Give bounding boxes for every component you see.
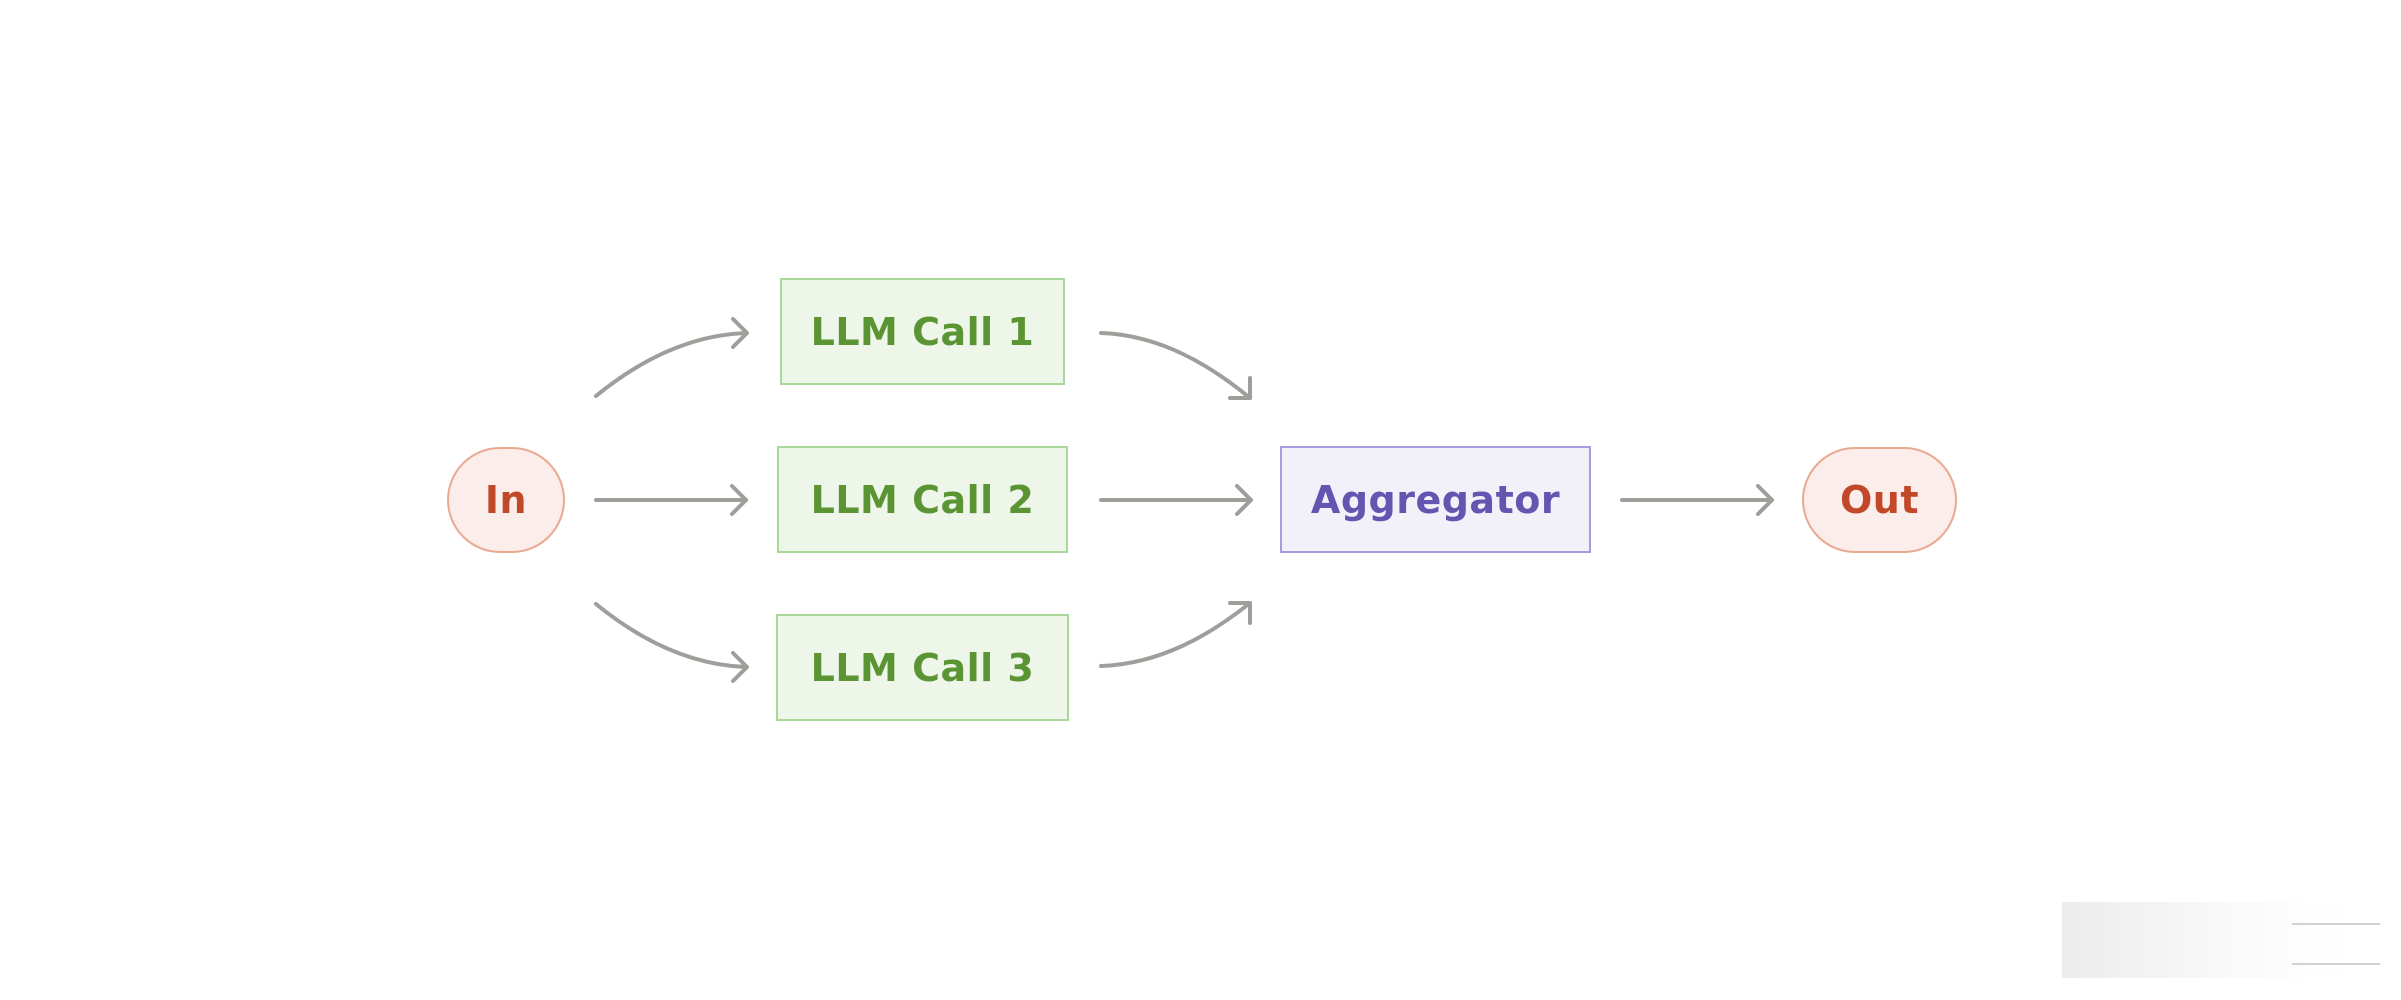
arrow-in-to-llm-call-1: [594, 317, 749, 398]
output-node-label: Out: [1839, 478, 1920, 522]
arrow-llm-call-3-to-aggregator: [1099, 601, 1252, 668]
aggregator-label: Aggregator: [1310, 477, 1561, 522]
input-node-label: In: [484, 478, 528, 522]
llm-call-1-node: LLM Call 1: [780, 278, 1065, 385]
llm-call-3-node: LLM Call 3: [776, 614, 1069, 721]
llm-call-2-node: LLM Call 2: [777, 446, 1068, 553]
input-node: In: [447, 447, 565, 553]
arrow-in-to-llm-call-2: [594, 484, 748, 516]
llm-call-1-label: LLM Call 1: [810, 309, 1035, 354]
output-node: Out: [1802, 447, 1957, 553]
corner-watermark: [2062, 902, 2382, 978]
arrow-aggregator-to-out: [1620, 484, 1774, 516]
aggregator-node: Aggregator: [1280, 446, 1591, 553]
llm-call-2-label: LLM Call 2: [810, 477, 1035, 522]
llm-call-3-label: LLM Call 3: [810, 645, 1035, 690]
arrow-llm-call-2-to-aggregator: [1099, 484, 1253, 516]
arrow-in-to-llm-call-3: [594, 602, 749, 683]
arrow-llm-call-1-to-aggregator: [1099, 331, 1252, 400]
